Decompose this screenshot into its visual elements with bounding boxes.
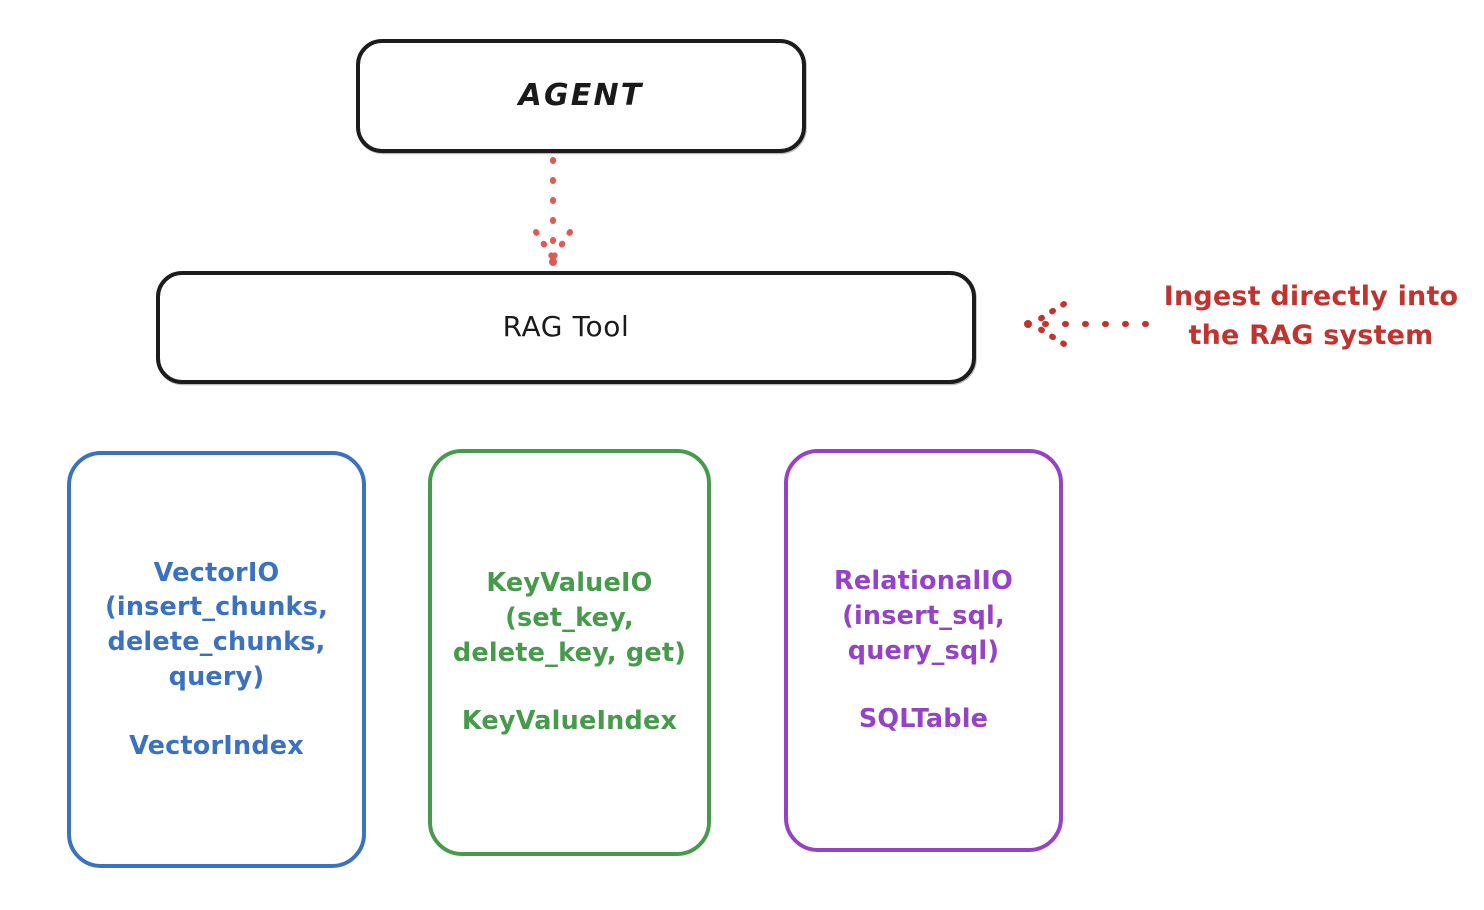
agent-to-rag-tool-arrow (533, 157, 573, 266)
relational-io-node[interactable]: RelationalIO (insert_sql, query_sql) SQL… (784, 449, 1063, 852)
key-value-io-content: KeyValueIO (set_key, delete_key, get) Ke… (432, 566, 707, 739)
relational-io-index-label: SQLTable (858, 704, 989, 735)
ingest-annotation-text: Ingest directly into the RAG system (1163, 281, 1459, 351)
vector-io-node[interactable]: VectorIO (insert_chunks, delete_chunks, … (67, 451, 366, 868)
relational-io-api-label: RelationalIO (insert_sql, query_sql) (834, 566, 1013, 666)
vector-io-content: VectorIO (insert_chunks, delete_chunks, … (71, 556, 362, 763)
key-value-io-node[interactable]: KeyValueIO (set_key, delete_key, get) Ke… (428, 449, 711, 856)
vector-io-index-label: VectorIndex (129, 730, 304, 761)
agent-node-label: AGENT (518, 78, 644, 114)
rag-tool-node[interactable]: RAG Tool (156, 271, 976, 384)
rag-tool-node-label: RAG Tool (502, 310, 630, 344)
ingest-to-rag-tool-arrow (1024, 301, 1149, 347)
vector-io-api-label: VectorIO (insert_chunks, delete_chunks, … (105, 557, 328, 692)
key-value-io-index-label: KeyValueIndex (461, 706, 678, 737)
relational-io-content: RelationalIO (insert_sql, query_sql) SQL… (788, 564, 1059, 737)
agent-node[interactable]: AGENT (356, 39, 806, 153)
key-value-io-api-label: KeyValueIO (set_key, delete_key, get) (452, 568, 687, 668)
